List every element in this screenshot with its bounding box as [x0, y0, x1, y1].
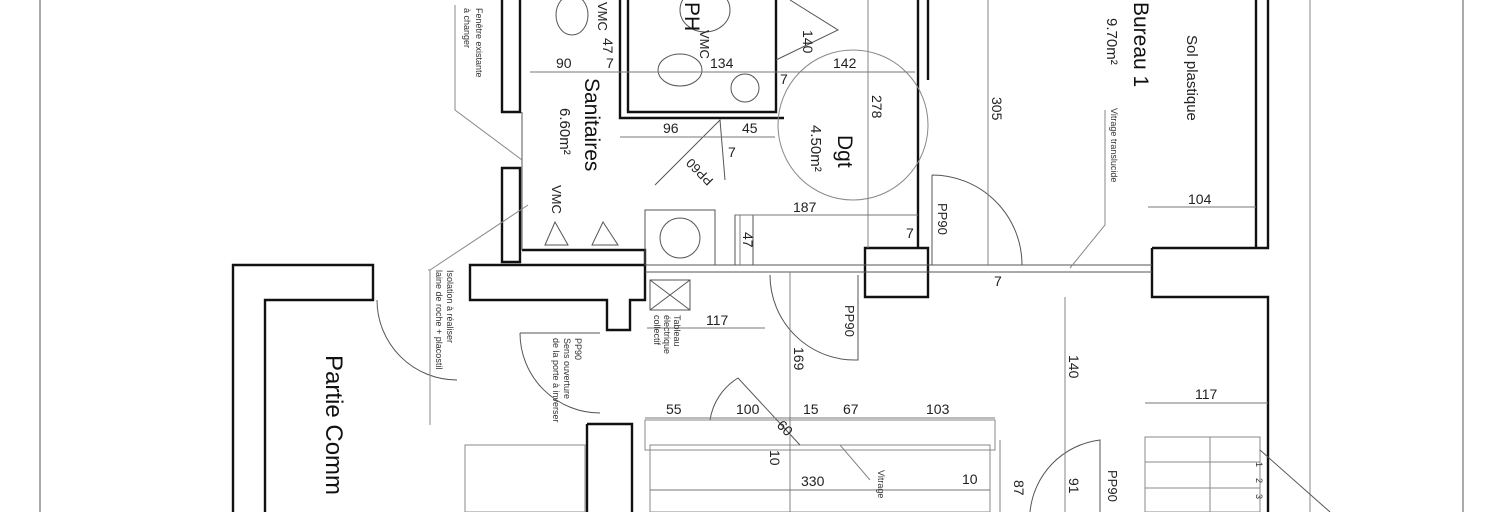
- dimension-label: 15: [803, 401, 819, 417]
- dimension-label: 96: [663, 120, 679, 136]
- dimension-label: 140: [1066, 355, 1082, 379]
- dimension-label: 55: [666, 401, 682, 417]
- turning-circle: [777, 49, 929, 201]
- stair-step-number: 3: [1254, 494, 1264, 499]
- room-area-dgt: 4.50m²: [807, 125, 824, 172]
- vmc-label: VMC: [697, 30, 712, 59]
- dimension-label: 7: [728, 144, 736, 160]
- note-tableau: Tableau: [672, 315, 682, 347]
- note-pp90-sens: de la porte à inverser: [551, 338, 561, 423]
- dimension-label: 140: [800, 30, 816, 54]
- walls: [231, 0, 1270, 512]
- door-pp90-label: PP90: [842, 305, 857, 337]
- dimension-label: 47: [740, 232, 756, 248]
- note-isolation: laine de roche + placostil: [434, 270, 444, 369]
- dimension-label: 169: [791, 347, 807, 371]
- dimension-lines: [530, 0, 1268, 512]
- dimension-label: 45: [742, 120, 758, 136]
- toilet-icon: [657, 53, 703, 87]
- note-vitrage-translucide: Vitrage translucide: [1109, 108, 1119, 182]
- room-name-sanitaires: Sanitaires: [580, 78, 603, 171]
- dimension-label: 117: [1195, 386, 1218, 402]
- sink-icon: [730, 73, 760, 103]
- shower-icon: [679, 0, 731, 33]
- stair-step-number: 2: [1254, 478, 1264, 483]
- note-isolation: Isolation à réaliser: [445, 270, 455, 343]
- note-pp90-sens: Sens ouverture: [562, 338, 572, 399]
- door-pp90-label: PP90: [1105, 470, 1120, 502]
- room-name-partie-commune: Partie Comm: [320, 355, 347, 495]
- dimension-label: 10: [767, 450, 783, 466]
- leader-lines: [428, 5, 1106, 481]
- dimension-label: 7: [994, 273, 1002, 289]
- dimension-label: 187: [793, 199, 817, 215]
- room-name-dgt: Dgt: [833, 135, 856, 168]
- dimension-label: 91: [1066, 478, 1082, 494]
- note-pp90-sens: PP90: [573, 338, 583, 360]
- dimension-label: 47: [600, 38, 616, 54]
- ph-label: PH: [680, 2, 703, 31]
- dimension-label: 134: [710, 55, 734, 71]
- note-tableau: électrique: [662, 315, 672, 354]
- floor-finish: Sol plastique: [1183, 35, 1200, 121]
- note-fenetre: Fenêtre existante: [474, 8, 484, 78]
- dimension-label: 90: [556, 55, 572, 71]
- dimension-label: 87: [1011, 480, 1027, 496]
- room-area-sanitaires: 6.60m²: [556, 108, 573, 155]
- dimension-label: 278: [869, 95, 885, 119]
- vmc-label: VMC: [595, 2, 610, 31]
- dimension-label: 7: [780, 71, 788, 87]
- dimension-label: 7: [906, 225, 914, 241]
- door-pp90-label: PP90: [935, 203, 950, 235]
- dimension-label: 7: [606, 55, 614, 71]
- dimension-label: 103: [926, 401, 950, 417]
- vmc-label: VMC: [549, 185, 564, 214]
- note-vitrage: Vitrage: [876, 470, 886, 498]
- stair-step-number: 1: [1254, 462, 1264, 467]
- door-pp60-label: PP60: [683, 155, 716, 188]
- dimension-label: 142: [833, 55, 857, 71]
- dimension-label: 305: [989, 97, 1005, 121]
- fixtures: [464, 0, 1331, 512]
- dimension-label: 117: [706, 312, 729, 328]
- dimension-label: 10: [962, 471, 978, 487]
- note-fenetre: à changer: [462, 8, 472, 48]
- dimension-label: 330: [801, 473, 825, 489]
- doors: [376, 0, 1101, 512]
- washbasin-icon: [555, 0, 589, 36]
- dimension-values: 90 7 134 142 140 47 96 45 7 7 278 305 18…: [556, 30, 1264, 499]
- room-name-bureau: Bureau 1: [1129, 2, 1152, 87]
- urinal-icon: [544, 220, 619, 246]
- dimension-label: 67: [843, 401, 859, 417]
- note-tableau: collectif: [652, 315, 662, 346]
- dimension-label: 100: [736, 401, 760, 417]
- dimension-label: 104: [1188, 191, 1212, 207]
- room-area-bureau: 9.70m²: [1103, 18, 1120, 65]
